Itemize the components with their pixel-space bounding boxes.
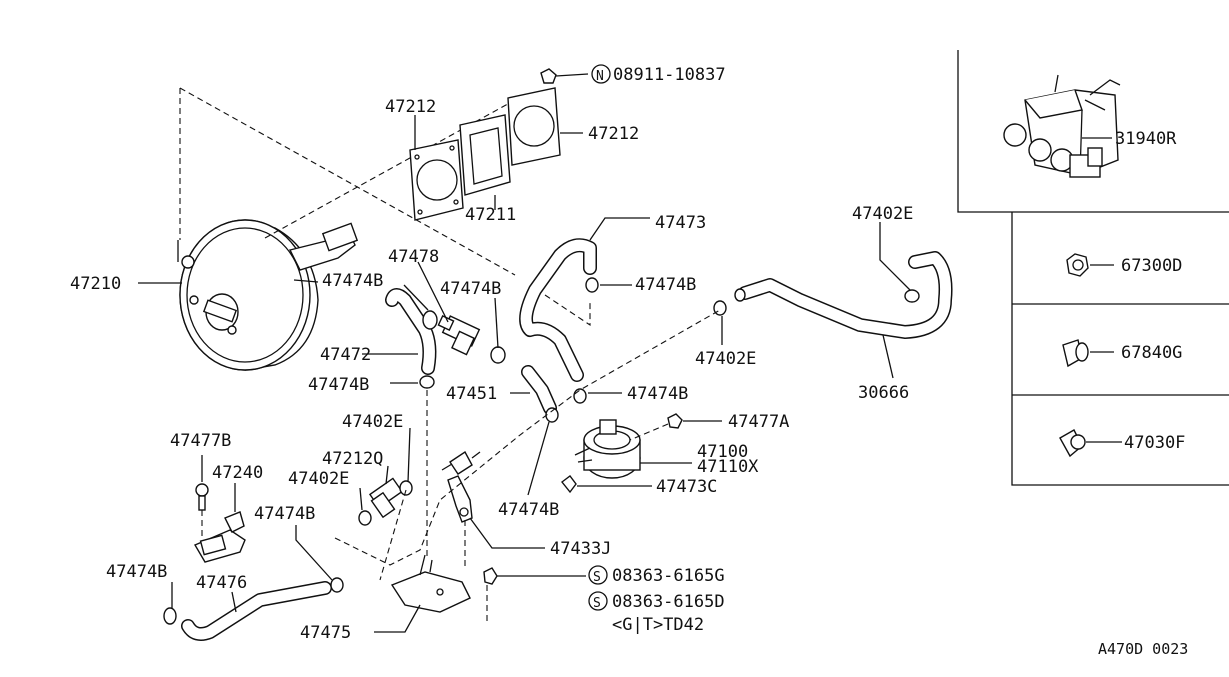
label-47474b-1: 47474B — [322, 271, 383, 291]
label-47212-a: 47212 — [385, 97, 436, 117]
label-47474b-7: 47474B — [254, 504, 315, 524]
label-67300d: 67300D — [1121, 256, 1182, 276]
grommet-67840g-drawing — [1062, 339, 1114, 368]
label-47402e-3: 47402E — [342, 412, 403, 432]
label-47030f: 47030F — [1124, 433, 1185, 453]
bracket-47433j-drawing — [447, 475, 473, 523]
label-47402e-4: 47402E — [288, 469, 349, 489]
bolt-08363-drawing — [483, 565, 608, 611]
clamps-drawing — [163, 277, 920, 625]
label-47476: 47476 — [196, 573, 247, 593]
vacuum-pump-drawing — [574, 419, 641, 479]
brake-booster-drawing — [177, 219, 359, 371]
label-47451: 47451 — [446, 384, 497, 404]
s-mark-1: S — [593, 570, 601, 585]
label-47474b-2: 47474B — [440, 279, 501, 299]
hose-47473-drawing — [519, 238, 597, 382]
clip-47473c-drawing — [561, 475, 652, 494]
connector-drawing — [441, 450, 481, 475]
label-08911-10837: 08911-10837 — [613, 65, 726, 85]
label-47473: 47473 — [655, 213, 706, 233]
n-mark: N — [596, 69, 604, 84]
label-47474b-8: 47474B — [106, 562, 167, 582]
label-30666: 30666 — [858, 383, 909, 403]
label-47210: 47210 — [70, 274, 121, 294]
label-47475: 47475 — [300, 623, 351, 643]
label-47212-b: 47212 — [588, 124, 639, 144]
hose-47472-drawing — [385, 288, 437, 375]
solenoid-47240-drawing — [193, 483, 246, 563]
label-47433j: 47433J — [550, 539, 611, 559]
label-67840g: 67840G — [1121, 343, 1182, 363]
label-47240: 47240 — [212, 463, 263, 483]
label-47212q: 47212Q — [322, 449, 383, 469]
label-47478: 47478 — [388, 247, 439, 267]
bolt-47477a-drawing — [667, 413, 722, 429]
label-47473c: 47473C — [656, 477, 717, 497]
leader-47475 — [374, 604, 421, 633]
check-valve-47478-drawing — [437, 315, 481, 356]
hose-30666-drawing — [738, 251, 953, 339]
inset-boxes — [957, 50, 1229, 486]
clip-47030f-drawing — [1059, 429, 1122, 458]
gasket-rear-drawing — [507, 87, 561, 166]
label-08363-6165g: 08363-6165G — [612, 566, 725, 586]
label-47211: 47211 — [465, 205, 516, 225]
leader-47433j — [469, 517, 545, 549]
label-47474b-4: 47474B — [308, 375, 369, 395]
label-gt-td42: <G|T>TD42 — [612, 615, 704, 635]
label-47100: 47100 — [697, 442, 748, 462]
valve-assembly-drawing — [1003, 74, 1121, 178]
label-08363-6165d: 08363-6165D — [612, 592, 725, 612]
label-47477a: 47477A — [728, 412, 789, 432]
hose-47451-drawing — [521, 365, 557, 415]
diagram-id: A470D 0023 — [1098, 640, 1188, 658]
nut-08911-drawing — [540, 64, 611, 84]
clip-67300d-drawing — [1066, 253, 1114, 277]
label-47474b-6: 47474B — [498, 500, 559, 520]
bracket-47475-drawing — [390, 554, 471, 613]
gasket-front-drawing — [409, 139, 464, 221]
hose-47476-drawing — [181, 581, 332, 641]
label-47472: 47472 — [320, 345, 371, 365]
label-47474b-3: 47474B — [635, 275, 696, 295]
gasket-spacer-drawing — [459, 114, 511, 196]
label-47110x: 47110X — [697, 457, 759, 477]
hose-47212q-drawing — [368, 477, 404, 519]
s-mark-2: S — [593, 596, 601, 611]
label-31940r: 31940R — [1115, 129, 1177, 149]
label-47474b-5: 47474B — [627, 384, 688, 404]
label-47402e-2: 47402E — [852, 204, 913, 224]
label-47402e-1: 47402E — [695, 349, 756, 369]
label-47477b: 47477B — [170, 431, 231, 451]
